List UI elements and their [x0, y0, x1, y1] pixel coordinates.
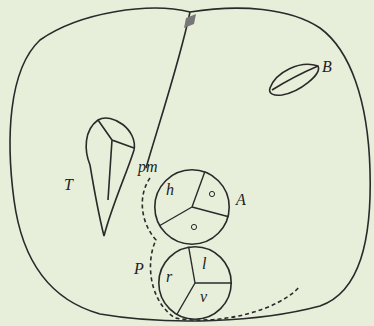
cusp-label: v — [200, 288, 207, 306]
valve-cusp-lines — [272, 66, 318, 90]
cusp-label: h — [166, 181, 174, 199]
part-label: T — [64, 176, 73, 194]
septum-line — [146, 12, 190, 168]
valve-circle: Ah — [154, 169, 230, 245]
part-label: B — [322, 58, 332, 76]
valve-label: P — [134, 260, 144, 278]
heart-outline — [10, 8, 370, 321]
cusp-label: r — [166, 268, 172, 286]
dashed-boundary — [142, 178, 300, 320]
valve-outline — [154, 169, 230, 245]
septum-mark — [184, 14, 196, 28]
valve-circle: Prlv — [158, 246, 232, 320]
part-label: pm — [138, 158, 158, 176]
tricuspid-valve — [86, 118, 134, 236]
bicuspid-valve — [270, 64, 319, 95]
valve-label: A — [236, 191, 246, 209]
cusp-label: l — [202, 255, 206, 273]
valve-cusp-lines — [98, 120, 134, 200]
